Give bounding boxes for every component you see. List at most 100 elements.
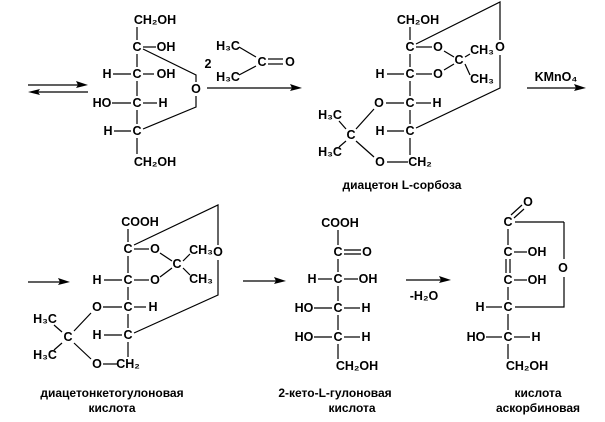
atom-label: CH₂ [408, 155, 432, 169]
reagent-minus-water: -H₂O [410, 289, 439, 303]
atom-label: CH₃ [470, 72, 494, 86]
atom-label: H [102, 67, 111, 81]
atom-label: O [558, 261, 568, 275]
atom-label: H [375, 67, 384, 81]
molecule-sorbose: CH₂OH C OH H C OH HO C H H C CH₂OH O [93, 13, 202, 169]
atom-label: C [333, 245, 342, 259]
atom-label: OH [528, 245, 547, 259]
atom-label: H₃C [216, 39, 240, 53]
atom-label: OH [359, 272, 378, 286]
atom-label: C [333, 330, 342, 344]
molecule-diacetone-ketogulonic-acid: COOH C O C CH₃ CH₃ O H C O O C H H C O C… [33, 204, 223, 415]
atom-label: OH [157, 67, 176, 81]
caption-ascorbic-acid: аскорбиновая [496, 401, 580, 415]
atom-label: C [132, 96, 141, 110]
atom-label: C [405, 124, 414, 138]
atom-label: OH [157, 40, 176, 54]
caption-diacetone-ketogulonic-acid: диацетонкетогулоновая [40, 386, 183, 400]
reaction-arrow-kmno4: KMnO₄ [527, 70, 586, 91]
caption-ketogulonic-acid: 2-кето-L-гулоновая [278, 386, 391, 400]
atom-label: H [103, 124, 112, 138]
atom-label: CH₃ [189, 243, 213, 257]
caption-ketogulonic-acid: кислота [328, 401, 375, 415]
reaction-arrow-dehydration: -H₂O [406, 276, 451, 303]
atom-label: H₃C [318, 108, 342, 122]
equilibrium-arrow [28, 81, 88, 95]
atom-label: H [158, 96, 167, 110]
atom-label: H [361, 330, 370, 344]
reaction-arrow [207, 84, 302, 91]
molecule-ketogulonic-acid: COOH C O H C OH HO C H HO C H CH₂OH 2-ке… [278, 216, 391, 415]
atom-label: O [523, 195, 533, 209]
atom-label: H [92, 273, 101, 287]
atom-label: C [132, 67, 141, 81]
atom-label: C [123, 273, 132, 287]
atom-label: H₃C [318, 145, 342, 159]
atom-label: C [405, 96, 414, 110]
reaction-arrow [243, 277, 286, 284]
atom-label: C [405, 40, 414, 54]
atom-label: OH [528, 273, 547, 287]
atom-label: C [503, 215, 512, 229]
atom-label: CH₂OH [134, 13, 176, 27]
atom-label: C [63, 330, 72, 344]
atom-label: H [432, 96, 441, 110]
reagent-kmno4: KMnO₄ [535, 70, 578, 84]
atom-label: CH₂OH [134, 155, 176, 169]
atom-label: H [92, 328, 101, 342]
atom-label: H [307, 272, 316, 286]
atom-label: CH₂OH [397, 13, 439, 27]
atom-label: O [375, 155, 385, 169]
atom-label: C [346, 128, 355, 142]
atom-label: O [150, 242, 160, 256]
atom-label: H [148, 300, 157, 314]
atom-label: C [454, 53, 463, 67]
caption-diacetone-ketogulonic-acid: кислота [88, 401, 135, 415]
atom-label: H₃C [216, 70, 240, 84]
atom-label: H [361, 301, 370, 315]
atom-label: O [92, 300, 102, 314]
atom-label: O [191, 82, 201, 96]
atom-label: HO [93, 96, 112, 110]
atom-label: H₃C [33, 348, 57, 362]
atom-label: O [285, 55, 295, 69]
atom-label: CH₂OH [336, 359, 378, 373]
atom-label: C [132, 124, 141, 138]
atom-label: COOH [121, 215, 159, 229]
atom-label: C [503, 300, 512, 314]
atom-label: H [375, 124, 384, 138]
atom-label: C [172, 257, 181, 271]
atom-label: C [333, 272, 342, 286]
atom-label: C [503, 245, 512, 259]
atom-label: C [123, 300, 132, 314]
molecule-ascorbic-acid: O C C OH C OH O H C HO C H CH₂OH кислота… [467, 195, 580, 415]
atom-label: H [531, 330, 540, 344]
atom-label: C [123, 242, 132, 256]
atom-label: CH₂OH [506, 359, 548, 373]
atom-label: C [132, 40, 141, 54]
atom-label: C [405, 67, 414, 81]
atom-label: O [433, 67, 443, 81]
coefficient: 2 [205, 57, 212, 71]
atom-label: O [150, 273, 160, 287]
atom-label: C [257, 55, 266, 69]
atom-label: O [362, 245, 372, 259]
atom-label: C [503, 273, 512, 287]
caption-diacetone-sorbose: диацетон L-сорбоза [343, 178, 462, 192]
atom-label: H₃C [33, 312, 57, 326]
atom-label: O [495, 40, 505, 54]
atom-label: CH₂ [116, 357, 140, 371]
atom-label: O [433, 40, 443, 54]
atom-label: O [92, 357, 102, 371]
atom-label: C [503, 330, 512, 344]
atom-label: HO [467, 330, 486, 344]
atom-label: HO [295, 330, 314, 344]
reagent-acetone: 2 H₃C H₃C C O [205, 39, 296, 84]
atom-label: H [475, 300, 484, 314]
reaction-arrow [28, 278, 70, 285]
atom-label: CH₃ [189, 272, 213, 286]
molecule-diacetone-sorbose: CH₂OH C O C CH₃ CH₃ O H C O O C H H C O … [318, 1, 505, 192]
atom-label: O [374, 96, 384, 110]
atom-label: CH₃ [470, 43, 494, 57]
